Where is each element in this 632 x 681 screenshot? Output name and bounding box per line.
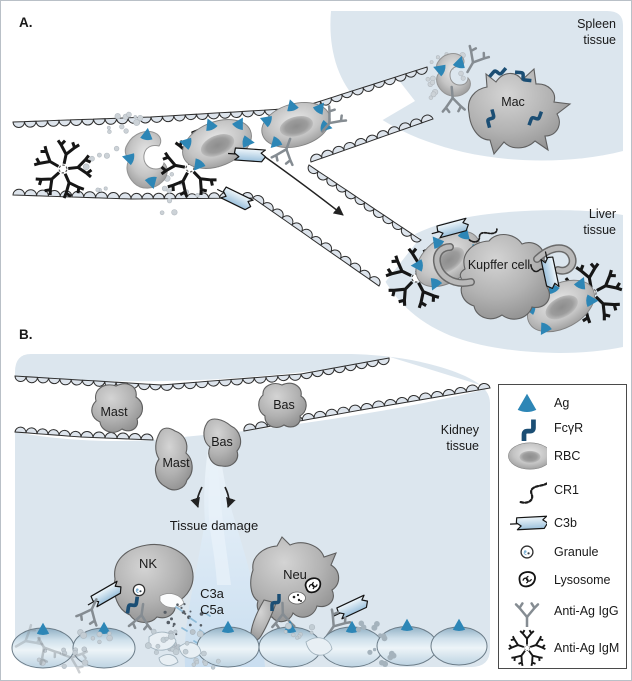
anti-ag-igg-icon [507,595,547,627]
legend-item-label: RBC [554,449,581,463]
upper-branch-lumen [299,78,415,161]
c3b-icon [213,183,255,212]
stream-core [208,453,231,585]
kupffer-arm-right [533,244,577,275]
vessel-a-lower-branch-wall [307,164,422,243]
nk-cell-label: NK [138,556,158,571]
mast-cell-in-vessel [91,383,144,433]
legend-item-label: C3b [554,516,577,530]
legend-item-rbc: RBC [507,441,622,471]
legend-item-label: Ag [554,396,570,410]
bas-migrating-label: Bas [211,435,233,449]
spleen-tissue-label: Spleen tissue [577,17,616,47]
mast-migrating-label: Mast [162,456,190,470]
legend-item-label: Anti-Ag IgM [554,641,620,655]
legend-item-label: CR1 [554,483,580,497]
flow-arrow [260,153,344,216]
ag-icon [507,391,547,415]
liver-tissue-label: Liver tissue [583,207,616,237]
lysosome-icon [507,567,547,593]
legend-item-granule: Granule [507,539,622,565]
legend-item-label: FcγR [554,421,584,435]
legend-item-ag: Ag [507,391,622,415]
macrophage-cell [467,67,572,156]
rbc-icon [507,441,547,471]
mast-cell-migrating [154,427,193,491]
legend: Ag FcγR RBC CR1 C3b Granule Lysosome Ant… [498,384,627,669]
bas-in-vessel-label: Bas [273,398,295,412]
legend-item-label: Anti-Ag IgG [554,604,619,618]
damage-arrow-left [190,486,203,508]
tissue-damage-label: Tissue damage [169,518,259,533]
basophil-migrating [203,418,242,467]
granule-icon [507,539,547,565]
blood-vessel-walls [12,66,491,441]
lysis-debris [82,111,200,216]
granule-icon [132,583,146,597]
kidney-tissue-label: Kidney tissue [440,423,479,453]
anti-ag-igm-icon [507,627,547,669]
legend-item-lysosome: Lysosome [507,567,622,593]
fcgr-icon [507,415,547,441]
legend-item-cr1: CR1 [507,473,622,507]
neu-cell-label: Neu [283,567,307,582]
vessel-b-top-wall [14,357,390,391]
damage-arrow-right [224,486,236,508]
basophil-in-vessel [258,382,307,428]
c5a-label: C5a [200,602,224,617]
kupffer-cell-label: Kupffer cell [467,258,531,272]
c3b-icon [507,509,547,537]
kupffer-cell-body [459,234,554,320]
legend-item-anti-ag-igg: Anti-Ag IgG [507,595,622,627]
legend-item-c3b: C3b [507,509,622,537]
legend-item-label: Granule [554,545,599,559]
c3a-label: C3a [200,586,224,601]
cr1-icon [507,473,547,507]
panel-a-label: A. [19,15,33,30]
panel-b-label: B. [19,327,33,342]
neu-degranulation-pocket [288,591,306,605]
mast-in-vessel-label: Mast [100,405,128,419]
legend-item-label: Lysosome [554,573,611,587]
lower-branch-lumen [252,162,420,285]
legend-item-anti-ag-igm: Anti-Ag IgM [507,627,622,669]
mac-cell-label: Mac [501,95,525,109]
kupffer-arm-left [432,243,475,287]
vessel-a-upper-branch-wall [310,114,434,163]
legend-item-fcgr: FcγR [507,415,622,441]
